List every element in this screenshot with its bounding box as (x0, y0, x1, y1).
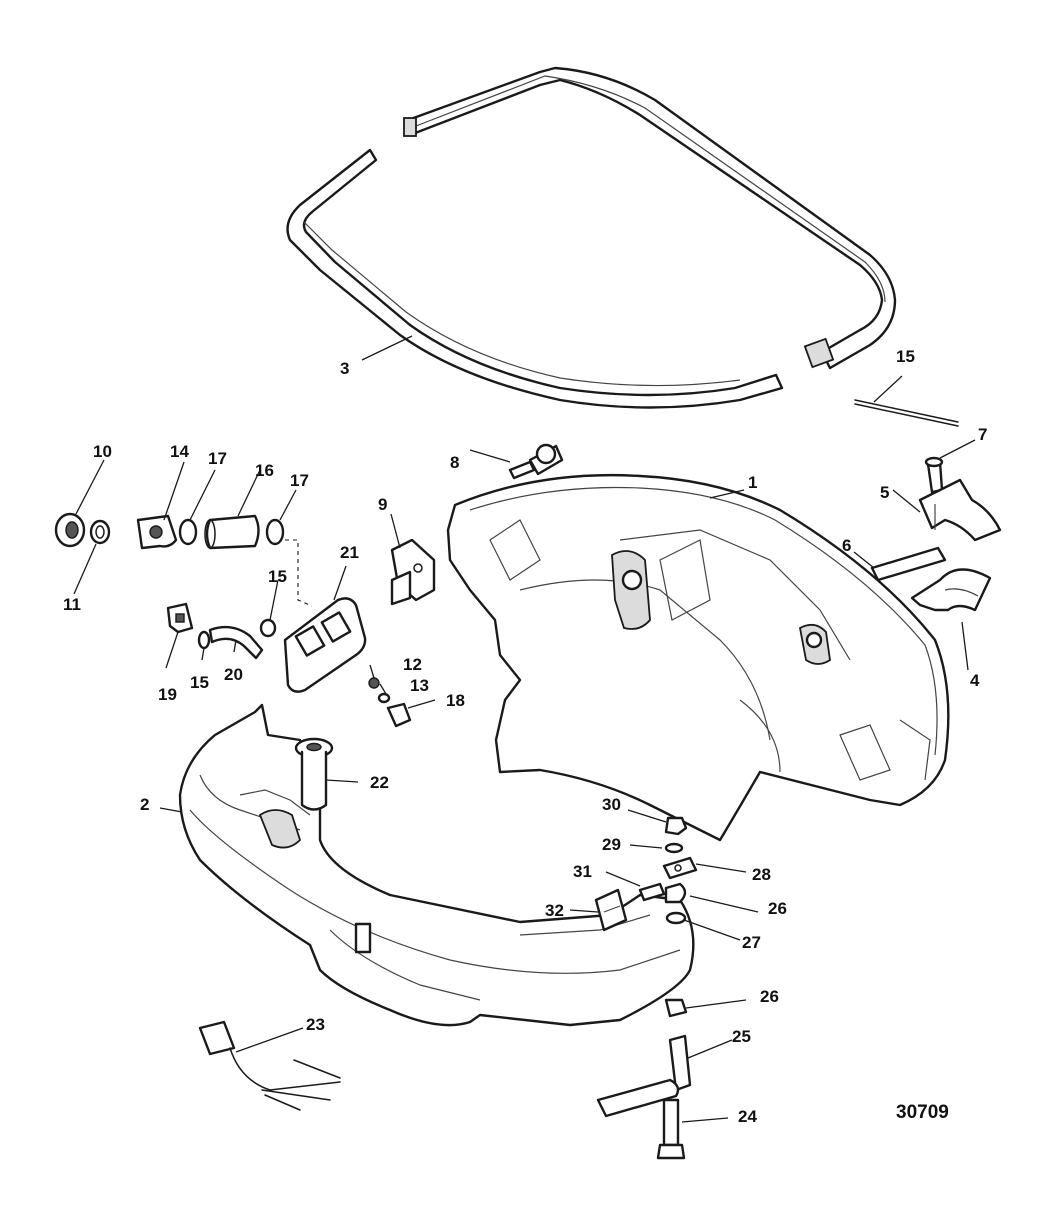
callout-23: 23 (306, 1015, 325, 1034)
cowl-upper-part-1 (446, 473, 950, 842)
callout-2: 2 (140, 795, 149, 814)
callout-21: 21 (340, 543, 359, 562)
leader-lines (73, 335, 976, 1123)
bolt-part-24 (656, 1098, 686, 1160)
washer-part-13 (377, 692, 391, 704)
callout-29: 29 (602, 835, 621, 854)
ring-part-11 (89, 519, 111, 545)
bushing-part-26-b (664, 998, 688, 1018)
callout-7: 7 (978, 425, 987, 444)
callout-9: 9 (378, 495, 387, 514)
clamp-part-15-b (259, 618, 277, 638)
hose-part-16 (204, 514, 260, 550)
callout-25: 25 (732, 1027, 751, 1046)
fitting-part-18 (386, 702, 412, 728)
clamp-part-17-a (178, 518, 198, 546)
fitting-part-19 (166, 602, 194, 634)
cowl-seal-part-3 (286, 66, 897, 409)
clamp-part-15-a (197, 630, 211, 650)
callout-20: 20 (224, 665, 243, 684)
fitting-part-12 (368, 677, 380, 689)
callout-3: 3 (340, 359, 349, 378)
screw-part-31 (638, 882, 666, 902)
callout-15-c: 15 (896, 347, 915, 366)
callout-26-b: 26 (760, 987, 779, 1006)
callout-18: 18 (446, 691, 465, 710)
callout-13: 13 (410, 676, 429, 695)
callout-30: 30 (602, 795, 621, 814)
callout-15-a: 15 (268, 567, 287, 586)
callout-17-a: 17 (208, 449, 227, 468)
callout-16: 16 (255, 461, 274, 480)
callout-6: 6 (842, 536, 851, 555)
callout-14: 14 (170, 442, 189, 461)
callout-17-b: 17 (290, 471, 309, 490)
callout-labels: 1 2 3 4 5 6 7 8 9 10 11 12 13 14 15 15 1… (63, 347, 987, 1126)
callout-22: 22 (370, 773, 389, 792)
bolt-part-8 (508, 443, 564, 480)
callout-8: 8 (450, 453, 459, 472)
latch-plate-part-28 (662, 856, 698, 880)
wiring-harness-part-23 (198, 1020, 341, 1111)
decal-part-6 (870, 546, 947, 582)
callout-24: 24 (738, 1107, 757, 1126)
callout-12: 12 (403, 655, 422, 674)
rod-part-15-c (854, 399, 959, 427)
plate-part-21 (283, 597, 367, 693)
callout-26-a: 26 (768, 899, 787, 918)
callout-11: 11 (63, 595, 81, 614)
fitting-part-14 (136, 514, 178, 550)
callout-1: 1 (748, 473, 757, 492)
callout-31: 31 (573, 862, 592, 881)
callout-19: 19 (158, 685, 177, 704)
tube-part-22 (294, 737, 334, 811)
callout-15-b: 15 (190, 673, 209, 692)
nut-part-30 (664, 816, 688, 836)
callout-10: 10 (93, 442, 112, 461)
bracket-part-4 (910, 568, 992, 612)
diagram-reference-number: 30709 (896, 1102, 949, 1123)
callout-28: 28 (752, 865, 771, 884)
latch-bracket-part-9 (390, 538, 436, 606)
handle-part-25 (596, 1034, 692, 1118)
bracket-part-5 (918, 478, 1002, 542)
callout-27: 27 (742, 933, 761, 952)
grommet-part-10 (54, 512, 86, 548)
washer-part-29 (664, 842, 684, 854)
washer-part-27 (665, 911, 687, 925)
screw-part-7 (924, 456, 944, 494)
bushing-part-26-a (664, 882, 687, 904)
callout-32: 32 (545, 901, 564, 920)
hose-part-20 (208, 625, 264, 660)
callout-4: 4 (970, 671, 980, 690)
clamp-part-17-b (265, 518, 285, 546)
callout-5: 5 (880, 483, 889, 502)
latch-part-32 (594, 888, 628, 932)
hose-routing-line (285, 539, 313, 607)
